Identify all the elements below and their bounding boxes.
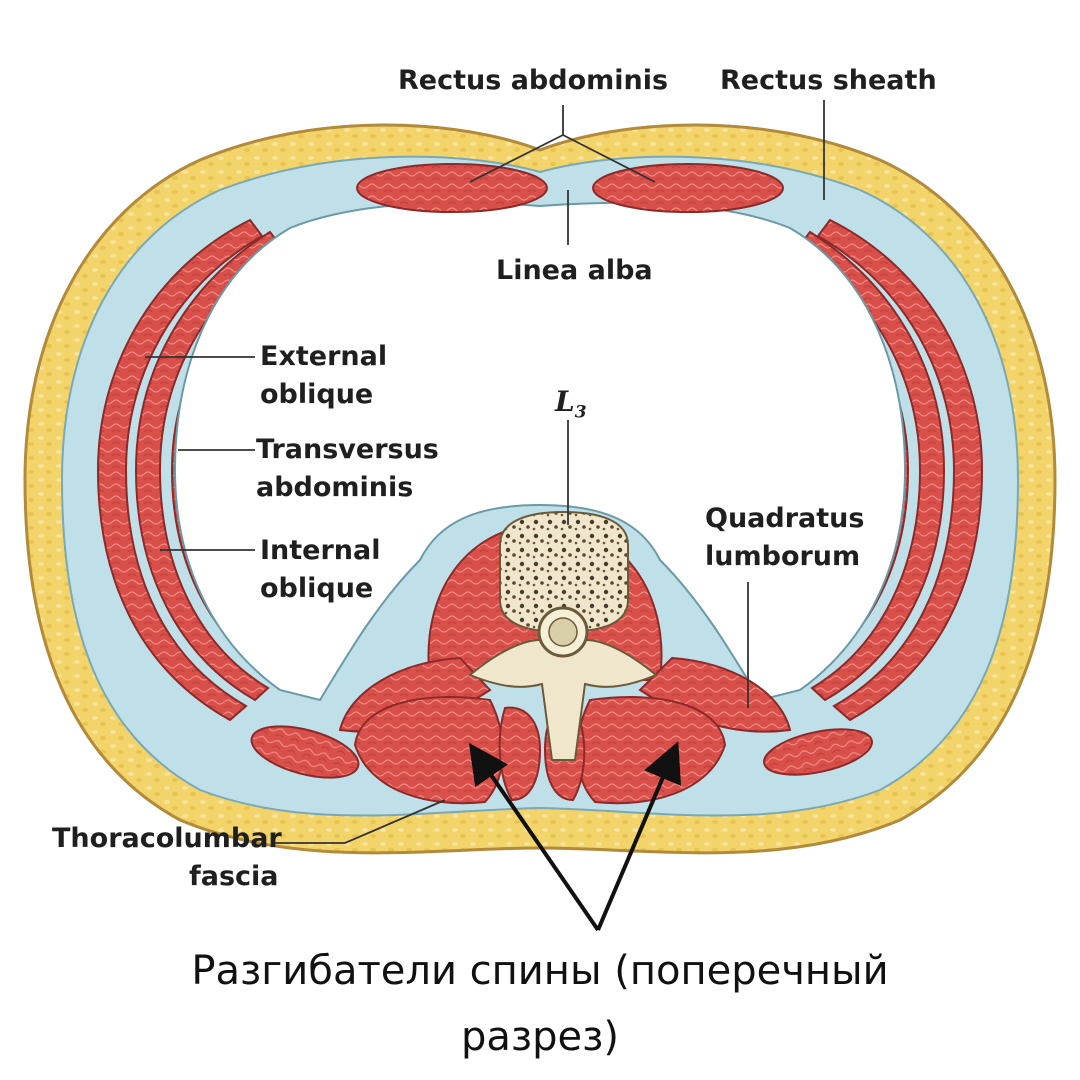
left-posterior-lateral-muscle	[250, 725, 360, 779]
leader-thoracolumbar-fascia	[275, 799, 446, 844]
label-rectus-sheath: Rectus sheath	[720, 65, 937, 96]
label-l3-number: 3	[574, 402, 587, 423]
label-external-oblique-line1: External	[260, 341, 388, 372]
label-transversus-abdominis: Transversus abdominis	[256, 431, 439, 507]
vertebral-arch-processes	[468, 639, 658, 761]
left-external-oblique-muscle	[96, 218, 264, 722]
caption: Разгибатели спины (поперечный разрез)	[140, 938, 940, 1070]
caption-arrows	[468, 741, 682, 932]
label-quadratus-line2: lumborum	[705, 541, 861, 572]
caption-line1: Разгибатели спины (поперечный	[191, 948, 889, 994]
vertebral-body-l3	[499, 510, 629, 634]
label-transversus-line2: abdominis	[256, 472, 414, 503]
label-transversus-line1: Transversus	[256, 434, 439, 465]
left-internal-oblique-muscle	[134, 230, 284, 702]
label-internal-oblique-line2: oblique	[260, 573, 374, 604]
arrow-left-erector	[468, 742, 600, 932]
label-thoracolumbar-line2: fascia	[189, 861, 279, 892]
caption-line2: разрез)	[460, 1014, 620, 1060]
label-internal-oblique: Internal oblique	[260, 532, 381, 608]
abdominal-cavity	[173, 201, 907, 702]
label-external-oblique: External oblique	[260, 338, 387, 414]
label-external-oblique-line2: oblique	[260, 379, 374, 410]
left-rectus-abdominis-muscle	[356, 163, 548, 213]
label-rectus-abdominis: Rectus abdominis	[398, 65, 669, 96]
right-external-oblique-muscle	[816, 218, 984, 722]
right-internal-oblique-muscle	[796, 230, 946, 702]
label-linea-alba: Linea alba	[496, 255, 653, 286]
leader-rectus-abdominis	[469, 105, 656, 183]
label-thoracolumbar-fascia: Thoracolumbar fascia	[52, 820, 282, 896]
arrow-right-erector	[596, 741, 682, 931]
leader-lines	[145, 100, 825, 844]
label-internal-oblique-line1: Internal	[260, 535, 381, 566]
label-quadratus-line1: Quadratus	[705, 503, 865, 534]
right-posterior-lateral-muscle	[763, 728, 873, 776]
label-l3-letter: L	[555, 385, 575, 418]
spinal-cord	[548, 617, 578, 647]
right-rectus-abdominis-muscle	[592, 163, 784, 213]
label-thoracolumbar-line1: Thoracolumbar	[52, 823, 282, 854]
label-l3: L3	[555, 385, 587, 423]
label-quadratus-lumborum: Quadratus lumborum	[705, 500, 864, 576]
